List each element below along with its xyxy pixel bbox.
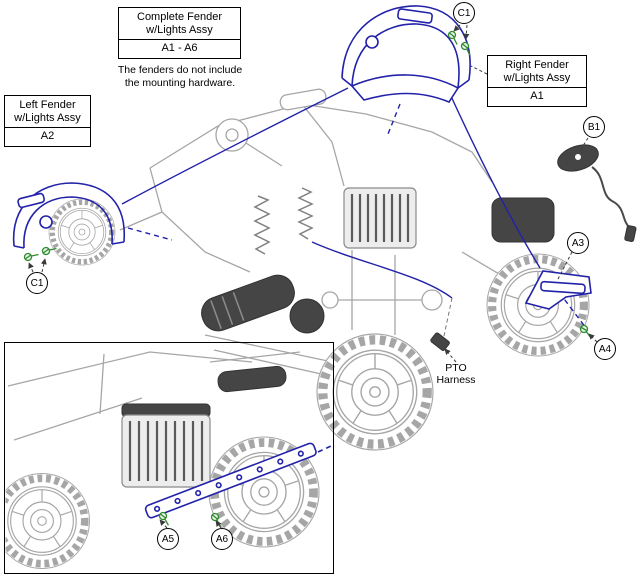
inset-bumper: [217, 365, 287, 393]
callout-c1-top: C1: [453, 2, 475, 24]
callout-b1: B1: [583, 116, 605, 138]
callout-a4: A4: [594, 338, 616, 360]
label-line: Complete Fender: [137, 11, 222, 23]
pto-line: Harness: [436, 374, 476, 386]
label-line: w/Lights Assy: [503, 72, 571, 84]
mounting-hardware-note: The fenders do not include the mounting …: [98, 64, 262, 90]
callout-c1-left: C1: [26, 272, 48, 294]
right-fender-title: Right Fender w/Lights Assy: [488, 56, 586, 88]
pto-harness-label: PTO Harness: [430, 362, 482, 386]
left-fender-ref: A2: [40, 130, 55, 142]
left-rear-wheel: [49, 199, 115, 265]
seat-handle: [279, 88, 327, 111]
inset-battery-box: [121, 403, 211, 488]
lights-wiring-harness: [121, 87, 587, 337]
suspension-springs: [253, 187, 314, 255]
left-fender-title: Left Fender w/Lights Assy: [5, 96, 90, 128]
pto-connector: [430, 332, 450, 351]
label-line: Left Fender: [19, 99, 76, 111]
callout-leader-lines: [28, 24, 598, 363]
inset-light-bar: [144, 442, 332, 519]
b1-beacon-part: [557, 144, 637, 242]
left-fender-drawing: [12, 182, 126, 249]
pto-line: PTO: [445, 362, 467, 374]
label-line: w/Lights Assy: [14, 112, 81, 124]
callout-a5: A5: [157, 528, 179, 550]
motor-assembly: [201, 274, 325, 334]
right-fender-ref: A1: [530, 90, 544, 102]
inset-detail-drawing: [0, 351, 332, 569]
note-line: the mounting hardware.: [124, 77, 236, 89]
front-wheel: [317, 334, 433, 450]
battery-box: [491, 197, 555, 243]
inset-detail-frame: [4, 342, 334, 574]
left-fender-label-box: Left Fender w/Lights Assy A2: [4, 95, 91, 147]
callout-a6: A6: [211, 528, 233, 550]
complete-fender-title: Complete Fender w/Lights Assy: [119, 8, 240, 40]
chassis-line-art: [119, 103, 541, 381]
complete-fender-label-box: Complete Fender w/Lights Assy A1 - A6: [118, 7, 241, 59]
fender-mount-bracket: [524, 270, 592, 310]
callout-a3: A3: [567, 232, 589, 254]
label-line: w/Lights Assy: [146, 24, 213, 36]
label-line: Right Fender: [505, 59, 569, 71]
complete-fender-ref: A1 - A6: [161, 42, 198, 54]
right-fender-drawing: [341, 5, 471, 103]
note-line: The fenders do not include: [117, 64, 243, 76]
controller-box: [343, 187, 417, 249]
right-fender-label-box: Right Fender w/Lights Assy A1: [487, 55, 587, 107]
